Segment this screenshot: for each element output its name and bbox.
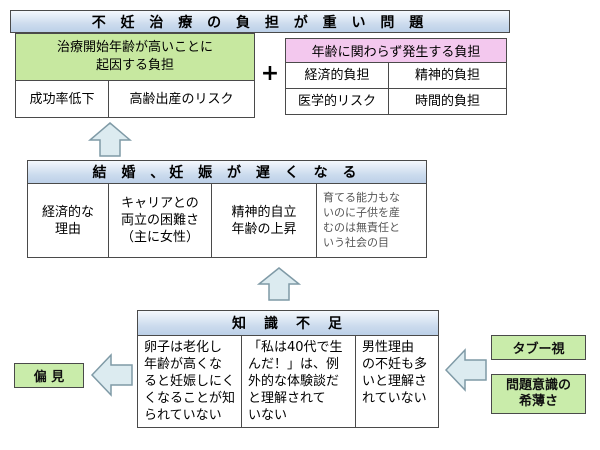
lack-of-knowledge-title: 知 識 不 足	[137, 310, 439, 336]
delay-reason-economic: 経済的な 理由	[27, 183, 109, 258]
burden-item-medical-risk: 医学的リスク	[285, 88, 389, 115]
treatment-burden-title: 不 妊 治 療 の 負 担 が 重 い 問 題	[10, 10, 510, 33]
low-awareness-label: 問題意識の 希薄さ	[491, 374, 586, 414]
knowledge-gap-egg-aging: 卵子は老化し 年齢が高くな ると妊娠しにく くなることが知 られていない	[137, 335, 242, 428]
prejudice-label: 偏 見	[14, 363, 84, 388]
age-related-burden-header: 治療開始年齢が高いことに 起因する負担	[15, 33, 255, 81]
knowledge-gap-exception-story: 「私は40代で生 んだ！」は、例 外的な体験談だ と理解されて いない	[241, 335, 356, 428]
knowledge-gap-male-infertility: 男性理由 の不妊も多 いと理解さ れていない	[355, 335, 439, 428]
up-arrow-icon	[87, 122, 133, 157]
plus-sign: +	[260, 60, 280, 86]
burden-item-mental: 精神的負担	[388, 62, 507, 89]
left-arrow-icon	[444, 348, 487, 392]
delay-reason-career: キャリアとの 両立の困難さ （主に女性）	[108, 183, 212, 258]
up-arrow-icon	[256, 267, 302, 301]
age-independent-burden-header: 年齢に関わらず発生する負担	[285, 38, 507, 63]
delayed-marriage-title: 結 婚 、妊 娠 が 遅 く な る	[27, 160, 427, 184]
burden-item-time: 時間的負担	[388, 88, 507, 115]
left-arrow-icon	[90, 353, 133, 397]
taboo-label: タブー視	[491, 335, 586, 360]
burden-item-success-rate: 成功率低下	[15, 80, 109, 118]
burden-item-economic: 経済的負担	[285, 62, 389, 89]
delay-reason-independence-age: 精神的自立 年齢の上昇	[211, 183, 317, 258]
burden-item-elderly-birth-risk: 高齢出産のリスク	[108, 80, 255, 118]
delay-reason-social-pressure: 育てる能力もな いのに子供を産 むのは無責任と いう社会の目	[316, 183, 427, 258]
